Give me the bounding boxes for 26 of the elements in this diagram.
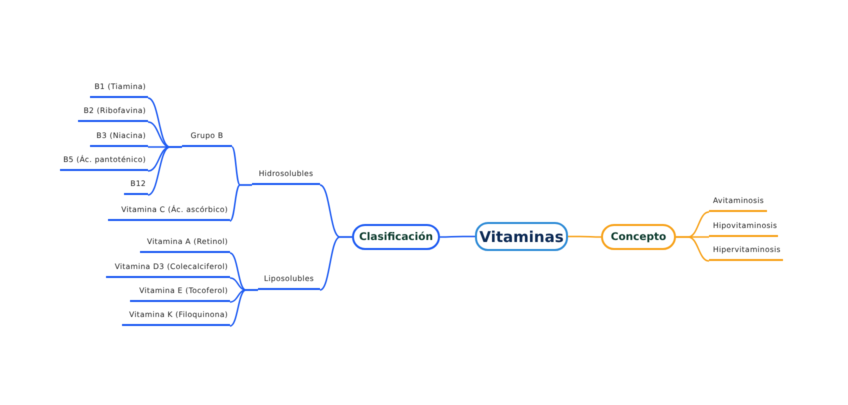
topic-underline [108, 205, 230, 221]
branch-line [148, 146, 182, 196]
topic-underline [90, 131, 148, 147]
central-topic: Vitaminas [475, 222, 568, 251]
topic-underline [258, 274, 320, 290]
branch-line [230, 184, 252, 222]
topic-underline [90, 82, 148, 98]
main-topic: Clasificación [352, 224, 440, 250]
branch-line [440, 236, 475, 238]
topic-underline [122, 310, 230, 326]
topic-underline [182, 131, 232, 147]
branch-line [230, 289, 258, 327]
topic-underline [709, 221, 778, 237]
topic-underline [130, 286, 230, 302]
topic-underline [60, 155, 148, 171]
branch-line [676, 236, 710, 262]
topic-underline [78, 106, 148, 122]
topic-underline [709, 196, 767, 212]
topic-underline [124, 179, 148, 195]
branch-line [320, 236, 352, 291]
branch-line [568, 236, 601, 238]
topic-underline [252, 169, 320, 185]
topic-underline [140, 237, 230, 253]
main-topic: Concepto [601, 224, 676, 250]
topic-underline [106, 262, 230, 278]
topic-underline [709, 245, 783, 261]
